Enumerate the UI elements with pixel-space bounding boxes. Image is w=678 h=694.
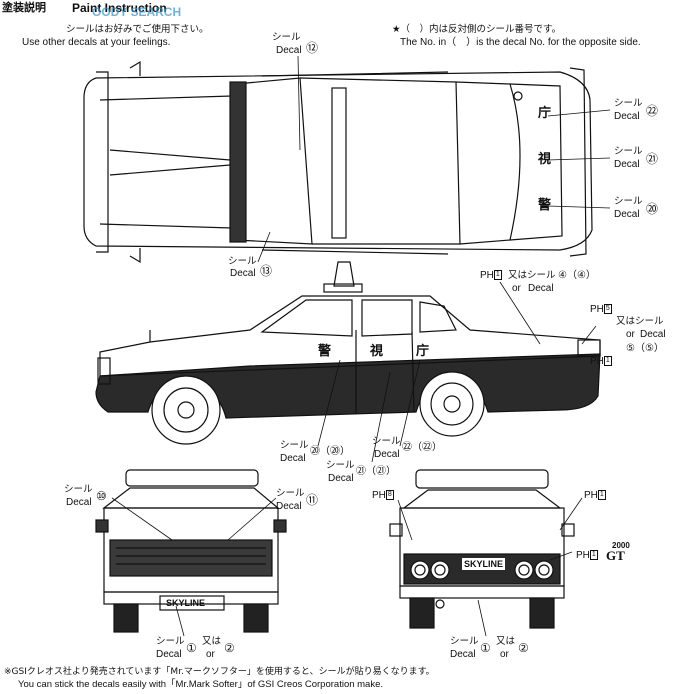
ph-number: 1	[589, 550, 598, 561]
door-char-3: 庁	[416, 344, 430, 359]
door-char-1: 警	[318, 344, 332, 359]
roof-char-1: 庁	[538, 106, 552, 121]
decal-11-jp: シール	[276, 488, 305, 499]
note-right-en: The No. in（ ）is the decal No. for the op…	[400, 37, 641, 48]
ph-number: 1	[603, 356, 612, 367]
front-bottom-jp-or: 又は	[202, 636, 222, 647]
ph5-rear-nums: ⑤（⑤）	[626, 343, 664, 354]
ph1-front-or: or	[512, 283, 521, 294]
decal-22-en: Decal	[614, 111, 640, 122]
footer-en: You can stick the decals easily with「Mr.…	[18, 679, 384, 690]
note-left-en: Use other decals at your feelings.	[22, 37, 171, 48]
side-decal-22-nums: ㉒（㉒）	[402, 442, 442, 453]
decal-12-num: ⑫	[306, 41, 319, 55]
side-decal-20-en: Decal	[280, 453, 306, 464]
front-bottom-n1: ①	[186, 641, 197, 655]
decal-11-en: Decal	[276, 501, 302, 512]
ph-prefix: PH	[576, 550, 590, 561]
front-bottom-n2: ②	[224, 641, 235, 655]
side-decal-22-en: Decal	[374, 449, 400, 460]
ph5-rear-en: Decal	[640, 329, 666, 340]
rear-bottom-jp-or: 又は	[496, 636, 516, 647]
decal-22-num: ㉒	[646, 104, 659, 118]
decal-13-num: ⑬	[260, 264, 273, 278]
ph-prefix: PH	[590, 356, 604, 367]
side-decal-20-jp: シール	[280, 440, 309, 451]
header-en-title: Paint Instruction	[72, 1, 167, 15]
side-view-car	[95, 261, 601, 445]
decal-10-en: Decal	[66, 497, 92, 508]
decal-13-jp: シール	[228, 256, 257, 267]
front-bottom-jp: シール	[156, 636, 185, 647]
watermark: OODY SEARCH	[92, 5, 182, 19]
ph5-rear-jp: 又はシール	[616, 316, 664, 327]
decal-11-num: ⑪	[306, 493, 319, 507]
decal-21-en: Decal	[614, 159, 640, 170]
decal-21-num: ㉑	[646, 152, 659, 166]
ph1-front-jp: 又はシール	[508, 270, 556, 281]
front-bottom-en: Decal	[156, 649, 182, 660]
side-decal-21-nums: ㉑（㉑）	[356, 466, 396, 477]
decal-20-jp: シール	[614, 196, 643, 207]
roof-char-2: 視	[538, 152, 552, 167]
ph-number: 1	[597, 490, 606, 501]
ph-number: 1	[493, 270, 502, 281]
ph-prefix: PH	[372, 490, 386, 501]
decal-20-num: ⑳	[646, 202, 659, 216]
rear-bottom-jp: シール	[450, 636, 479, 647]
front-plate: SKYLINE	[166, 598, 206, 608]
decal-22-jp: シール	[614, 98, 643, 109]
ph-prefix: PH	[480, 270, 494, 281]
side-decal-20-nums: ⑳（⑳）	[310, 446, 350, 457]
side-decal-21-jp: シール	[326, 460, 355, 471]
rear-badge-2000: 2000	[612, 541, 630, 550]
rear-bottom-or: or	[500, 649, 509, 660]
decal-12-en: Decal	[276, 45, 302, 56]
side-decal-21-en: Decal	[328, 473, 354, 484]
decal-10-num: ⑩	[96, 489, 107, 503]
decal-12-jp: シール	[272, 32, 301, 43]
header-jp-title: 塗装説明	[2, 1, 46, 14]
decal-20-en: Decal	[614, 209, 640, 220]
rear-view-car	[389, 469, 575, 629]
decal-21-jp: シール	[614, 146, 643, 157]
note-left-jp: シールはお好みでご使用下さい。	[66, 24, 209, 35]
footer-jp: ※GSIクレオス社より発売されています「Mr.マークソフター」を使用すると、シー…	[4, 667, 435, 677]
front-view-car	[95, 469, 287, 633]
leader-lines	[111, 55, 611, 637]
decal-13-en: Decal	[230, 268, 256, 279]
ph-number: 5	[603, 304, 612, 315]
rear-bottom-n2: ②	[518, 641, 529, 655]
ph-prefix: PH	[590, 304, 604, 315]
ph-number: 8	[385, 490, 394, 501]
ph1-front-en: Decal	[528, 283, 554, 294]
ph-prefix: PH	[584, 490, 598, 501]
rear-plate: SKYLINE	[462, 558, 506, 570]
rear-bottom-en: Decal	[450, 649, 476, 660]
roof-char-3: 警	[538, 198, 552, 213]
note-right-jp: ★（ ）内は反対側のシール番号です。	[392, 24, 562, 35]
front-bottom-or: or	[206, 649, 215, 660]
rear-bottom-n1: ①	[480, 641, 491, 655]
ph5-rear-or: or	[626, 329, 635, 340]
decal-10-jp: シール	[64, 484, 93, 495]
top-view-car	[83, 60, 593, 264]
rear-badge-gt: GT	[606, 548, 625, 563]
door-char-2: 視	[370, 344, 384, 359]
ph1-front-nums: ④（④）	[558, 270, 596, 281]
side-decal-22-jp: シール	[372, 436, 401, 447]
